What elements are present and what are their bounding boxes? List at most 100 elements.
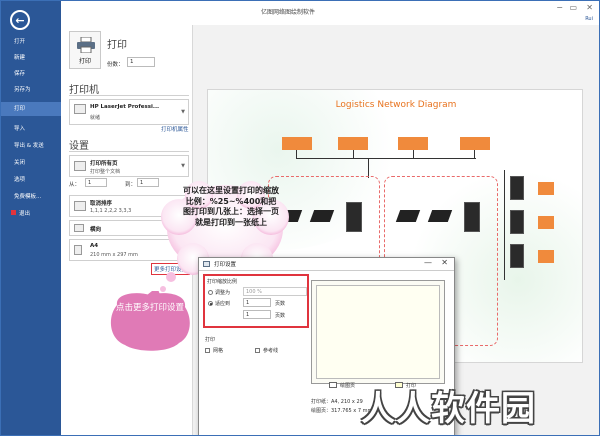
guides-checkbox[interactable] xyxy=(255,348,260,353)
paper-info: 打印纸：A4, 210 x 29 xyxy=(311,399,363,405)
fit-pages-wide-input[interactable]: 1 xyxy=(243,298,271,307)
pink-callout-blob xyxy=(110,291,190,351)
collate-icon xyxy=(74,201,86,211)
grid-checkbox[interactable] xyxy=(205,348,210,353)
pages-unit-label: 页数 xyxy=(275,301,286,307)
from-label: 从： xyxy=(69,182,81,188)
server-rack xyxy=(510,244,524,268)
printer-name: HP LaserJet Professi... xyxy=(90,104,160,110)
collate-sub: 1,1,1 2,2,2 3,3,3 xyxy=(90,208,132,214)
collate-main: 取消排序 xyxy=(90,201,113,207)
sidebar-item-close[interactable]: 关闭 xyxy=(14,160,26,166)
sidebar-item-new[interactable]: 新建 xyxy=(14,55,26,61)
sidebar-item-print[interactable]: 打印 xyxy=(1,102,61,116)
orange-box xyxy=(338,137,368,150)
exit-label: 退出 xyxy=(19,211,31,217)
dialog-close-button[interactable]: ✕ xyxy=(441,258,448,267)
print-settings-dialog: 打印设置 — ✕ 打印缩放比例 调整为 100 % 适应到 1 页数 1 页数 … xyxy=(198,257,455,435)
dialog-page-preview xyxy=(311,280,445,384)
close-button[interactable]: ✕ xyxy=(586,3,593,12)
adjust-to-radio[interactable] xyxy=(208,290,213,295)
user-menu[interactable]: Rui xyxy=(585,16,593,22)
sidebar-item-exit[interactable]: 退出 xyxy=(1,207,61,221)
collate-select[interactable]: 取消排序 1,1,1 2,2,2 3,3,3 ▼ xyxy=(69,195,189,217)
sidebar-item-open[interactable]: 打开 xyxy=(14,39,26,45)
sidebar-item-options[interactable]: 选项 xyxy=(14,177,26,183)
guides-label: 参考线 xyxy=(263,348,279,354)
connector-line xyxy=(353,150,354,158)
print-button[interactable]: 打印 xyxy=(69,31,101,69)
orange-box xyxy=(398,137,428,150)
connector-line xyxy=(296,158,476,159)
settings-heading: 设置 xyxy=(69,141,89,152)
printer-status: 就绪 xyxy=(90,115,101,121)
dialog-title: 打印设置 xyxy=(214,262,237,268)
sidebar-item-save[interactable]: 保存 xyxy=(14,71,26,77)
connector-line xyxy=(474,150,475,158)
back-arrow-icon[interactable]: ← xyxy=(10,10,30,30)
sidebar-item-export-send[interactable]: 导出 & 发送 xyxy=(14,143,44,149)
grid-label: 网格 xyxy=(213,348,224,354)
printer-heading: 打印机 xyxy=(69,85,99,96)
connector-line xyxy=(504,170,505,280)
print-swatch xyxy=(395,382,403,388)
divider xyxy=(69,151,189,152)
scale-group-label: 打印缩放比例 xyxy=(207,279,238,285)
fit-to-label: 适应到 xyxy=(215,301,231,307)
fit-pages-tall-input[interactable]: 1 xyxy=(243,310,271,319)
divider xyxy=(199,270,454,271)
to-input[interactable]: 1 xyxy=(137,178,159,187)
drawing-page-swatch xyxy=(329,382,337,388)
orange-box xyxy=(460,137,490,150)
sidebar-item-free-templates[interactable]: 免费模板... xyxy=(14,194,42,200)
pages-unit-label: 页数 xyxy=(275,313,286,319)
print-range-main: 打印所有页 xyxy=(90,161,118,167)
backstage-sidebar: ← 打开 新建 保存 另存为 打印 导入 导出 & 发送 关闭 选项 免费模板.… xyxy=(1,1,61,435)
server-rack xyxy=(464,202,480,232)
callout-cloud xyxy=(160,181,289,292)
title-bar: 亿图网络图绘制软件 − ▭ ✕ Rui xyxy=(61,1,599,25)
copies-input[interactable]: 1 xyxy=(127,57,155,67)
copies-label: 份数： xyxy=(107,62,124,68)
chevron-down-icon: ▼ xyxy=(181,109,185,115)
print-range-select[interactable]: 打印所有页 打印整个文档 ▼ xyxy=(69,155,189,177)
connector-line xyxy=(368,158,369,178)
paper-sub: 210 mm x 297 mm xyxy=(90,252,138,258)
pink-callout-text: 点击更多打印设置 xyxy=(115,303,184,313)
fit-to-radio[interactable] xyxy=(208,301,213,306)
sidebar-item-import[interactable]: 导入 xyxy=(14,126,26,132)
printer-properties-link[interactable]: 打印机属性 xyxy=(161,127,189,133)
window-title: 亿图网络图绘制软件 xyxy=(261,9,316,16)
from-input[interactable]: 1 xyxy=(85,178,107,187)
pages-icon xyxy=(74,161,86,171)
divider xyxy=(69,95,189,96)
dialog-page-preview-inner xyxy=(316,285,440,379)
paper-icon xyxy=(74,245,82,255)
connector-line xyxy=(413,150,414,158)
orange-box xyxy=(538,182,554,195)
sidebar-item-save-as[interactable]: 另存为 xyxy=(14,87,31,93)
print-group-label: 打印 xyxy=(205,337,216,343)
minimize-button[interactable]: − xyxy=(556,3,563,12)
printer-select[interactable]: HP LaserJet Professi... 就绪 ▼ xyxy=(69,99,189,125)
adjust-to-label: 调整为 xyxy=(215,290,231,296)
dialog-minimize-button[interactable]: — xyxy=(424,258,432,267)
to-label: 到： xyxy=(125,182,137,188)
orientation-main: 横向 xyxy=(90,227,102,233)
diagram-title: Logistics Network Diagram xyxy=(335,100,457,110)
print-scale-group: 打印缩放比例 调整为 100 % 适应到 1 页数 1 页数 xyxy=(203,274,309,328)
site-watermark: 人人软件园 xyxy=(361,389,536,429)
server-rack xyxy=(346,202,362,232)
orange-box xyxy=(282,137,312,150)
chevron-down-icon: ▼ xyxy=(181,163,185,169)
server-rack xyxy=(510,210,524,234)
dialog-app-icon xyxy=(203,261,210,267)
restore-button[interactable]: ▭ xyxy=(569,3,577,12)
orange-box xyxy=(538,216,554,229)
print-legend: 打印 xyxy=(406,383,417,389)
server-rack xyxy=(510,176,524,200)
drawing-page-legend: 绘图页 xyxy=(340,383,356,389)
print-heading: 打印 xyxy=(107,40,127,51)
adjust-percent-select[interactable]: 100 % xyxy=(243,287,307,296)
